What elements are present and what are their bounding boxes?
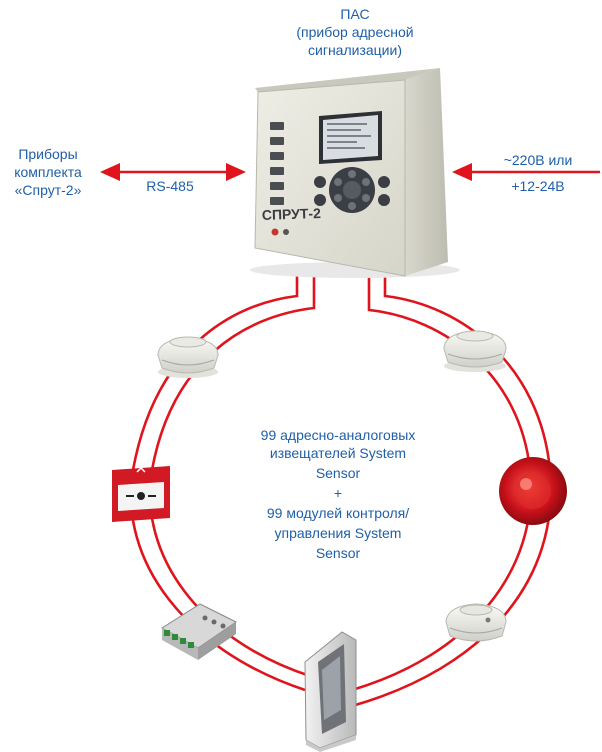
- left-devices-line3: «Спрут-2»: [14, 182, 82, 198]
- beam-detector-bottom: [304, 631, 357, 752]
- rs485-arrow: [100, 163, 246, 181]
- left-devices-line2: комплекта: [14, 164, 82, 180]
- heat-detector-bottom-right: [445, 603, 507, 642]
- loop-wire-left-inner: [148, 272, 316, 678]
- power-line2: +12-24В: [511, 178, 565, 194]
- manual-call-point: [112, 466, 170, 522]
- smoke-detector-top-right: [443, 330, 507, 372]
- panel-subtitle-line2: сигнализации): [308, 42, 402, 58]
- center-line5: 99 модулей контроля/: [266, 505, 410, 521]
- center-line1: 99 адресно-аналоговых: [260, 427, 416, 443]
- center-line7: Sensor: [315, 545, 361, 561]
- panel-keypad: [314, 167, 390, 213]
- center-line2: извещателей System: [269, 445, 407, 461]
- power-arrow: [452, 163, 600, 181]
- interface-module: [161, 603, 237, 660]
- center-line4: +: [333, 485, 343, 501]
- panel-screen: [319, 111, 382, 164]
- panel-indicator-buttons: [270, 122, 284, 205]
- left-devices-line1: Приборы: [18, 146, 78, 162]
- control-panel: СПРУТ-2: [250, 68, 460, 278]
- panel-brand: СПРУТ-2: [262, 205, 322, 223]
- panel-subtitle-line1: (прибор адресной: [296, 24, 414, 40]
- panel-title: ПАС: [340, 6, 370, 22]
- smoke-detector-top-left: [157, 336, 219, 378]
- center-line6: управления System: [274, 525, 402, 541]
- red-beacon: [499, 457, 567, 525]
- center-line3: Sensor: [315, 465, 361, 481]
- rs485-label: RS-485: [146, 178, 194, 194]
- power-line1: ~220В или: [503, 152, 573, 168]
